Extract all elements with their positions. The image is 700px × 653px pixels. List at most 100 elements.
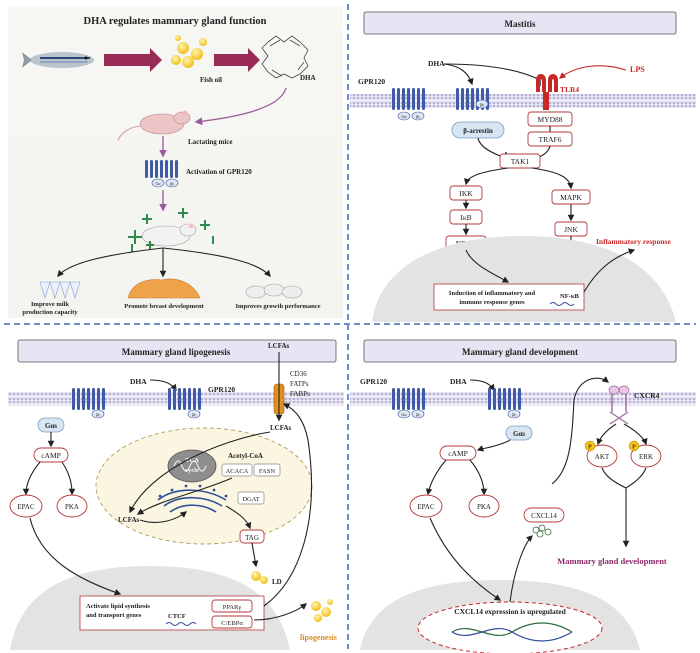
- mice-group-icon: [245, 283, 303, 299]
- dgat-label: DGAT: [242, 496, 259, 503]
- arrow-gene-transport: [263, 403, 313, 607]
- dna-wave-bl: [165, 622, 197, 626]
- arrow-cxcl14-cxcr4: [551, 376, 610, 485]
- fabps-label: FABPs: [290, 390, 310, 398]
- dna-wave-tr: [549, 302, 575, 306]
- ribosome-dots: [158, 484, 228, 498]
- br-camp-label: cAMP: [448, 449, 468, 458]
- fish-icon: [22, 52, 94, 68]
- activation-label: Activation of GPR120: [186, 168, 252, 176]
- p-erk-badge: [628, 440, 640, 452]
- tak1-label: TAK1: [511, 157, 530, 166]
- br-galpha-node: [505, 425, 533, 441]
- br-gpr120: GPR120: [360, 377, 387, 386]
- induction-label-2: immune response genes: [459, 299, 525, 306]
- tca-label-1: TCA: [185, 457, 199, 464]
- p-akt-label: P: [588, 445, 592, 451]
- cxcl14-node: [523, 507, 565, 523]
- ppar-label: PPARγ: [223, 604, 242, 611]
- jnk-label: JNK: [564, 225, 578, 234]
- arrow-tag-ld: [251, 542, 259, 568]
- bl-camp-node: [33, 447, 69, 463]
- arrow-dha-gpr: [443, 63, 474, 86]
- arrow-br-camp-epac: [425, 459, 447, 496]
- fish-oil-icon: [171, 35, 207, 68]
- gpr120-receptor-icon-tr2: [456, 88, 489, 110]
- bg-label-br2: βγ: [512, 412, 516, 417]
- br-pka-node: [468, 494, 500, 518]
- erk-label: ERK: [639, 453, 653, 461]
- dha-molecule-icon: [261, 35, 309, 79]
- p-akt-badge: [584, 440, 596, 452]
- cebp-label: C/EBPα: [221, 620, 243, 627]
- bl-camp-label: cAMP: [41, 451, 61, 460]
- arrow-cxcr4-akt: [596, 423, 617, 446]
- bg-label-br1: βγ: [416, 412, 420, 417]
- cd36-label: CD36: [290, 370, 307, 378]
- arrow-lps-tlr4: [558, 65, 627, 79]
- nfkb-nuclear-label: NF-κB: [560, 293, 579, 300]
- cxcr4-label: CXCR4: [634, 391, 660, 400]
- dna-strand-br: [451, 622, 573, 642]
- dgat-node: [237, 491, 265, 505]
- myd88-label: MYD88: [537, 115, 562, 124]
- ctcf-label: CTCF: [168, 613, 186, 620]
- fatps-label: FATPs: [290, 380, 309, 388]
- panel-development: Mammary gland development DHA GPR120 Gα …: [350, 339, 696, 653]
- bg-label-tr1: βγ: [416, 114, 420, 119]
- br-pka-label: PKA: [477, 503, 491, 511]
- arrow-fish-to-oil: [104, 48, 162, 72]
- arrow-akt-dev: [601, 467, 627, 489]
- arrow-nucleus-cxcl14: [509, 535, 533, 603]
- activate-label-2: and transport genes: [86, 612, 142, 619]
- lactating-mouse-icon: [117, 110, 191, 141]
- tr-gpr120: GPR120: [358, 77, 385, 86]
- bl-epac-label: EPAC: [17, 503, 35, 511]
- ld-label: LD: [272, 578, 282, 586]
- tr-membrane: [350, 94, 696, 108]
- mitochondrion-icon: [167, 449, 217, 483]
- tag-label: TAG: [245, 534, 259, 542]
- br-epac-label: EPAC: [417, 503, 435, 511]
- arrow-tak-mapk: [531, 167, 574, 190]
- healthy-mouse-icon: [141, 223, 197, 247]
- bg-label-bl2: βγ: [192, 412, 196, 417]
- tl-title: DHA regulates mammary gland function: [84, 16, 267, 27]
- bl-pka-label: PKA: [65, 503, 79, 511]
- arrow-tak-ikk: [464, 167, 509, 186]
- tr-title-box: [363, 11, 677, 35]
- br-title-box: [363, 339, 677, 363]
- p-erk-label: P: [632, 445, 636, 451]
- arrow-br-galpha-camp: [476, 439, 511, 452]
- erk-node: [630, 444, 662, 468]
- dha-label-tl: DHA: [300, 74, 316, 82]
- milk-label-2: production capacity: [22, 309, 78, 316]
- panel-mastitis: Mastitis DHA LPS GPR120 Gα βγ: [350, 11, 696, 322]
- arrow-pka-nucleus: [429, 517, 502, 601]
- bl-lcfas-in: LCFAs: [270, 424, 292, 432]
- fish-oil-label: Fish oil: [200, 76, 222, 84]
- lipogenesis-label: lipogenesis: [300, 633, 337, 642]
- arrow-bl-camp-epac: [22, 461, 41, 496]
- gpr120-receptor-icon-br1: [392, 388, 425, 419]
- cxcr4-receptor-icon: [608, 385, 630, 425]
- br-galpha-label: Gαs: [513, 430, 525, 438]
- arrow-gene-inflam: [583, 248, 636, 293]
- ppar-node: [211, 599, 253, 613]
- cxcl14-molecules: [532, 524, 552, 538]
- growth-label: Improves growth performance: [236, 303, 321, 310]
- bl-epac-node: [9, 494, 43, 518]
- activate-label-1: Activate lipid synthesis: [86, 603, 150, 610]
- bl-title-box: [17, 339, 337, 363]
- arrow-gene-lipo: [253, 603, 308, 621]
- gpr120-receptor-icon-bl2: [168, 388, 201, 419]
- tak1-node: [499, 153, 541, 169]
- inflam-label: Inflammatory response: [596, 237, 671, 246]
- br-dha: DHA: [450, 377, 467, 386]
- bl-gpr120: GPR120: [208, 385, 235, 394]
- bl-dha: DHA: [130, 377, 147, 386]
- induction-label-1: Induction of inflammatory and: [449, 290, 536, 297]
- arrow-br-dha: [469, 379, 495, 392]
- milk-bottles-icon: [39, 281, 81, 300]
- acaca-label: ACACA: [226, 468, 249, 475]
